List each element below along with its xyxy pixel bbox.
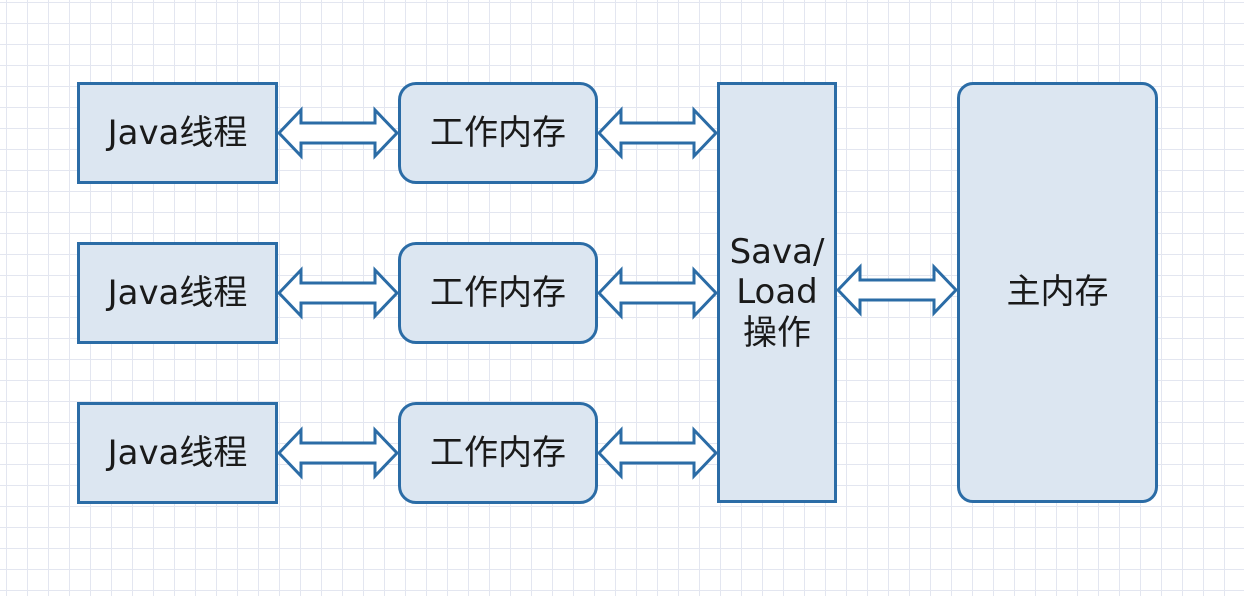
working-memory-label-2: 工作内存 bbox=[430, 272, 566, 313]
working-memory-label-1: 工作内存 bbox=[430, 112, 566, 153]
save-load-to-main-memory-arrow bbox=[835, 263, 959, 317]
thread-to-working-memory-arrow-1 bbox=[276, 106, 400, 160]
working-memory-to-save-load-arrow-1 bbox=[596, 106, 719, 160]
java-thread-label-3: Java线程 bbox=[107, 432, 248, 473]
java-thread-box-3: Java线程 bbox=[77, 402, 278, 504]
thread-to-working-memory-arrow-3 bbox=[276, 426, 400, 480]
working-memory-to-save-load-arrow-3 bbox=[596, 426, 719, 480]
save-load-line-3: 操作 bbox=[742, 312, 811, 353]
save-load-line-2: Load bbox=[736, 272, 818, 313]
main-memory-label: 主内存 bbox=[1006, 272, 1109, 313]
thread-to-working-memory-arrow-2 bbox=[276, 266, 400, 320]
save-load-line-1: Sava/ bbox=[729, 232, 825, 273]
save-load-text: Sava/ Load 操作 bbox=[730, 232, 825, 352]
java-thread-label-1: Java线程 bbox=[107, 112, 248, 153]
main-memory-box: 主内存 bbox=[957, 82, 1158, 503]
working-memory-box-2: 工作内存 bbox=[398, 242, 598, 344]
working-memory-box-1: 工作内存 bbox=[398, 82, 598, 184]
save-load-box: Sava/ Load 操作 bbox=[717, 82, 837, 503]
java-thread-label-2: Java线程 bbox=[107, 272, 248, 313]
java-thread-box-1: Java线程 bbox=[77, 82, 278, 184]
working-memory-label-3: 工作内存 bbox=[430, 432, 566, 473]
java-thread-box-2: Java线程 bbox=[77, 242, 278, 344]
working-memory-to-save-load-arrow-2 bbox=[596, 266, 719, 320]
working-memory-box-3: 工作内存 bbox=[398, 402, 598, 504]
